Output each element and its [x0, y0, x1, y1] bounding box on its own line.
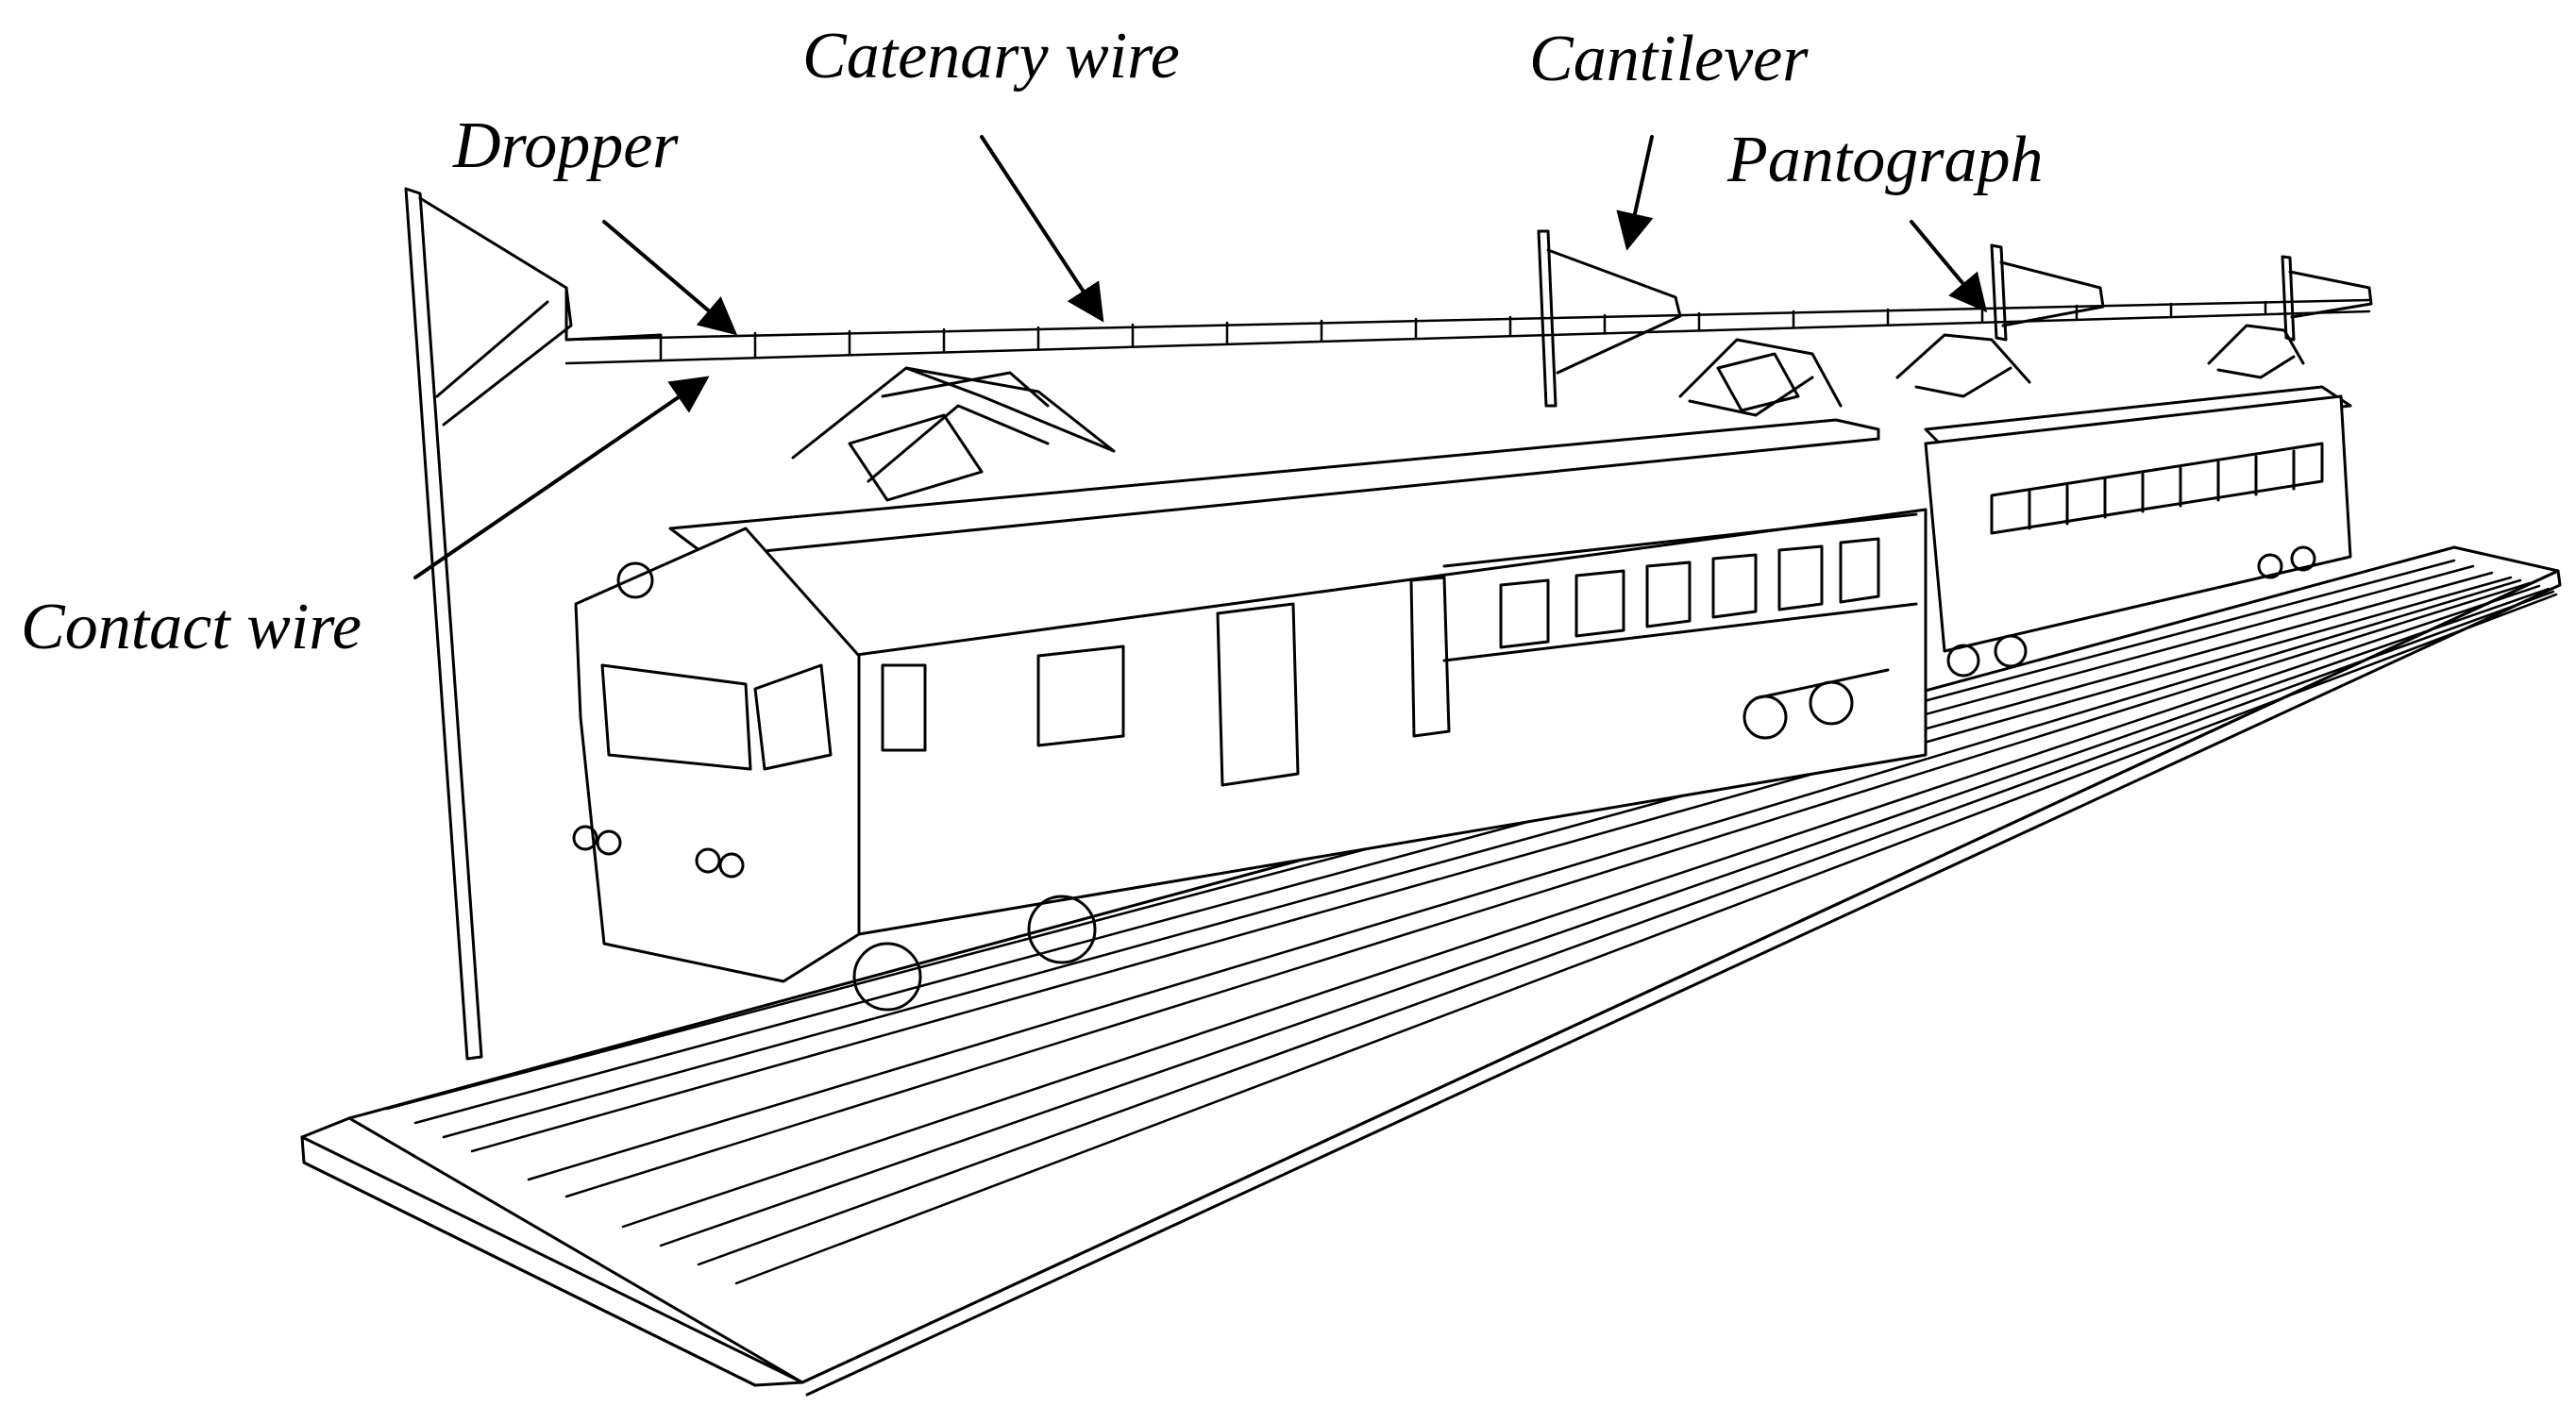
- label-cantilever: Cantilever: [1529, 23, 1809, 95]
- arrow-contact-wire: [413, 376, 710, 579]
- pantograph-1: [791, 366, 1116, 502]
- mast-left: [404, 187, 663, 1061]
- pantograph-3: [1895, 333, 2031, 398]
- leader-arrows: [413, 135, 1988, 579]
- label-pantograph: Pantograph: [1727, 124, 2044, 196]
- arrow-cantilever: [1616, 135, 1654, 251]
- pantograph-4: [2207, 324, 2305, 379]
- arrow-pantograph: [1910, 220, 1988, 313]
- mast-right-1: [1990, 243, 2105, 342]
- overhead-line: [564, 298, 2371, 365]
- train-second-car: [1924, 385, 2352, 678]
- rails: [385, 559, 2558, 1285]
- arrow-dropper: [602, 220, 738, 336]
- arrow-catenary-wire: [980, 135, 1104, 323]
- label-contact-wire: Contact wire: [21, 591, 362, 663]
- mast-right-2: [2281, 255, 2373, 342]
- label-catenary-wire: Catenary wire: [802, 20, 1180, 92]
- label-dropper: Dropper: [453, 109, 679, 182]
- mast-middle: [1537, 229, 1682, 408]
- train-lead-car: [572, 418, 1928, 1012]
- pantograph-2: [1678, 338, 1843, 417]
